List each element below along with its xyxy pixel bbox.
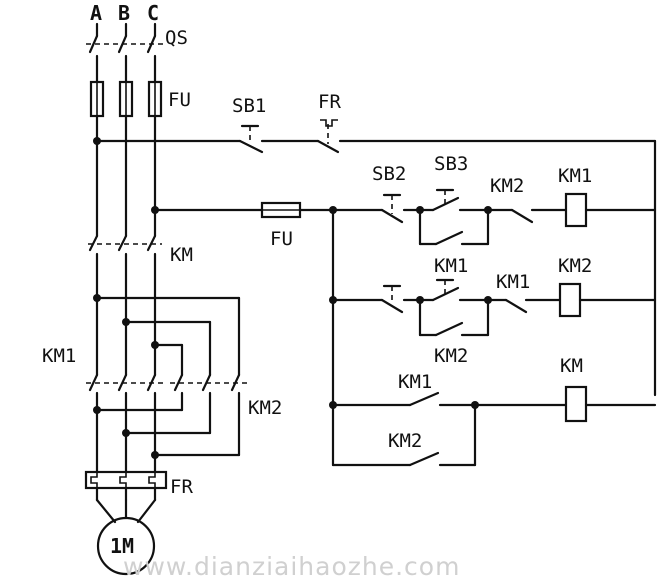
phase-b-label: B	[118, 1, 130, 25]
fr-ctrl-label: FR	[318, 91, 341, 113]
km1-coil	[564, 192, 588, 228]
km2-row4-label: KM2	[388, 430, 422, 452]
control-circuit: SB1 FR FU	[95, 91, 657, 467]
sb1-stop-button	[238, 124, 320, 154]
main-fuses	[89, 80, 163, 118]
sb2-label: SB2	[372, 163, 406, 185]
km-main-label: KM	[170, 244, 193, 266]
qs-label: QS	[165, 27, 188, 49]
fr-thermal-relay	[84, 470, 168, 524]
km2-power-label: KM2	[248, 397, 282, 419]
watermark: www.dianziaihaozhe.com	[123, 552, 460, 581]
reversing-contacts	[86, 373, 248, 474]
km1-row2-label: KM1	[434, 255, 468, 277]
km1-nc-label: KM1	[496, 271, 530, 293]
power-circuit: A B C QS FU	[42, 1, 282, 576]
fr-nc-contact	[316, 119, 657, 154]
km2-coil-label: KM2	[558, 255, 592, 277]
phase-a-label: A	[90, 1, 102, 25]
km1-coil-label: KM1	[558, 165, 592, 187]
km2-coil	[558, 282, 582, 318]
km2-hold-label: KM2	[434, 345, 468, 367]
km-main-contacts	[88, 234, 162, 377]
fr-power-label: FR	[170, 476, 193, 498]
qs-switch	[86, 22, 165, 84]
km1-power-label: KM1	[42, 345, 76, 367]
motor: 1M	[96, 516, 156, 576]
sb3-label: SB3	[434, 153, 468, 175]
phase-c-label: C	[147, 1, 159, 25]
fu-main-label: FU	[168, 89, 191, 111]
row2-reverse	[329, 278, 657, 337]
sb1-label: SB1	[232, 95, 266, 117]
km-coil	[564, 385, 588, 423]
km-coil-label: KM	[560, 355, 583, 377]
km2-crossover-wiring	[93, 294, 241, 377]
km1-row3-label: KM1	[398, 371, 432, 393]
motor-label: 1M	[110, 534, 134, 558]
row1-forward	[380, 188, 657, 246]
fu-ctrl-label: FU	[270, 228, 293, 250]
row4-km2	[331, 403, 477, 467]
row3-km	[329, 385, 657, 423]
km2-nc-label: KM2	[490, 175, 524, 197]
